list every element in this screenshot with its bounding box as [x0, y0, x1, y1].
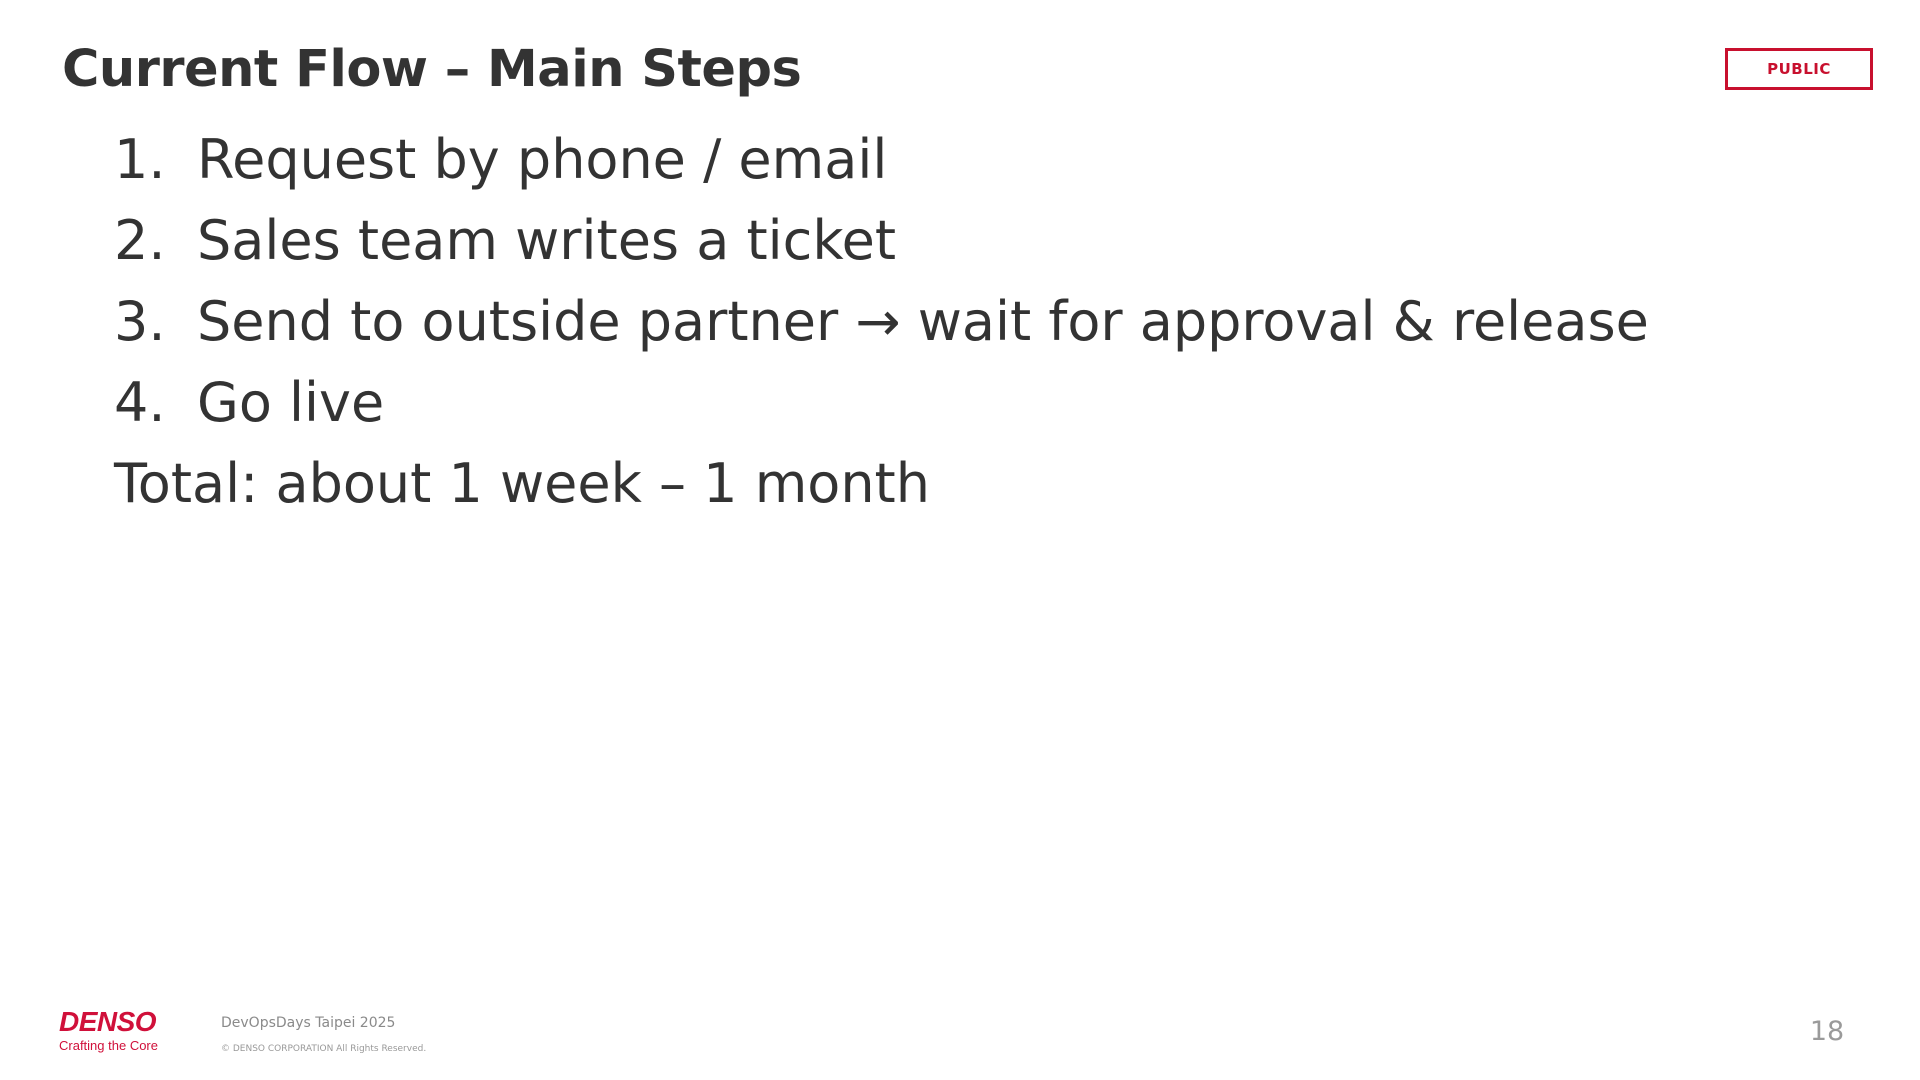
step-number: 1.	[114, 128, 166, 191]
step-item: 2. Sales team writes a ticket	[114, 209, 1649, 290]
step-text: Request by phone / email	[197, 128, 888, 191]
denso-logo: DENSO Crafting the Core	[59, 1006, 179, 1053]
step-text: Sales team writes a ticket	[197, 209, 897, 272]
step-item: 4. Go live	[114, 371, 1649, 452]
step-number: 3.	[114, 290, 166, 353]
footer-copyright: © DENSO CORPORATION All Rights Reserved.	[221, 1044, 427, 1054]
footer-event: DevOpsDays Taipei 2025	[221, 1015, 396, 1031]
slide-title: Current Flow – Main Steps	[62, 40, 802, 99]
step-text: Go live	[197, 371, 385, 434]
step-text: Send to outside partner → wait for appro…	[197, 290, 1649, 353]
classification-badge: PUBLIC	[1725, 48, 1873, 90]
logo-tagline: Crafting the Core	[59, 1038, 158, 1053]
total-duration: Total: about 1 week – 1 month	[114, 452, 930, 515]
step-number: 2.	[114, 209, 166, 272]
classification-label: PUBLIC	[1767, 60, 1831, 78]
step-item: 1. Request by phone / email	[114, 128, 1649, 209]
steps-list: 1. Request by phone / email 2. Sales tea…	[114, 128, 1649, 452]
page-number: 18	[1809, 1016, 1845, 1047]
logo-wordmark: DENSO	[59, 1006, 157, 1037]
step-number: 4.	[114, 371, 166, 434]
step-item: 3. Send to outside partner → wait for ap…	[114, 290, 1649, 371]
